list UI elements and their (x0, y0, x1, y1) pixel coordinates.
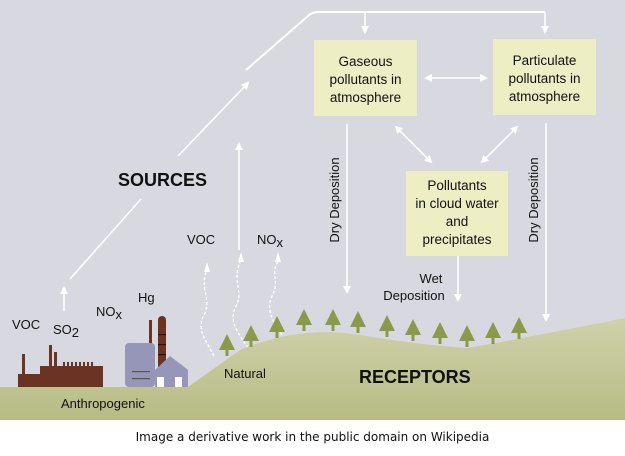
so2-main: SO (53, 322, 72, 337)
wet-deposition-label-2: Deposition (383, 288, 444, 303)
anthro-voc-label: VOC (12, 317, 40, 332)
tree-icon (459, 325, 475, 347)
diagonal-line-lower (69, 198, 142, 280)
sources-label: SOURCES (118, 170, 207, 190)
tree-icon (350, 311, 366, 333)
box-line: pollutants in (329, 72, 401, 87)
sources-to-atmosphere-arrow (245, 11, 545, 71)
box-line: Gaseous (338, 54, 392, 69)
gaseous-cloud-double-arrow (394, 125, 433, 164)
particulate-pollutants-box: Particulate pollutants in atmosphere (493, 39, 596, 115)
so2-label: SO2 (53, 322, 79, 340)
box-line: precipitates (422, 232, 491, 247)
pollution-cycle-diagram: Gaseous pollutants in atmosphere Particu… (0, 0, 625, 420)
image-caption: Image a derivative work in the public do… (135, 430, 490, 444)
diagonal-arrow-upper (177, 81, 250, 157)
wet-deposition-label-1: Wet (420, 271, 443, 286)
tree-icon (379, 315, 395, 337)
tree-icon (432, 322, 448, 344)
natural-voc-label: VOC (187, 232, 215, 247)
gaseous-pollutants-box: Gaseous pollutants in atmosphere (314, 40, 417, 116)
dry-deposition-right-label: Dry Deposition (526, 157, 541, 242)
anthropogenic-label: Anthropogenic (61, 396, 145, 411)
tree-icon (325, 309, 341, 331)
particulate-cloud-double-arrow (480, 125, 519, 164)
tree-icon (296, 309, 312, 331)
power-plant-icon (125, 316, 188, 387)
nox-main: NO (257, 232, 277, 247)
box-line: atmosphere (330, 90, 401, 105)
box-line: pollutants in (508, 71, 580, 86)
ground-hill (0, 318, 625, 420)
factory-icon (18, 345, 103, 387)
dry-deposition-left-label: Dry Deposition (327, 157, 342, 242)
natural-nox-label: NOx (257, 232, 284, 250)
anthro-nox-label: NOx (96, 304, 123, 322)
box-line: in cloud water (415, 196, 499, 211)
forest (219, 309, 527, 356)
tree-icon (405, 319, 421, 341)
box-line: Particulate (513, 53, 577, 68)
nox-main: NO (96, 304, 116, 319)
wave-arrowhead (238, 252, 244, 262)
wave-arrowhead (275, 252, 281, 262)
hg-label: Hg (138, 290, 155, 305)
tree-icon (219, 334, 235, 356)
nox-subscript: x (277, 235, 284, 250)
cloud-water-pollutants-box: Pollutants in cloud water and precipitat… (406, 171, 508, 256)
tree-icon (269, 316, 285, 338)
nox-subscript: x (116, 307, 123, 322)
box-line: atmosphere (509, 89, 580, 104)
natural-emission-waves (200, 261, 283, 357)
wavy-emission-middle (232, 261, 249, 349)
natural-label: Natural (224, 366, 266, 381)
box-line: Pollutants (427, 178, 487, 193)
wave-arrowhead (204, 262, 210, 272)
wavy-emission-nox (268, 261, 283, 336)
box-line: and (446, 214, 469, 229)
so2-subscript: 2 (72, 325, 79, 340)
tree-icon (243, 325, 259, 347)
tree-icon (511, 317, 527, 339)
receptors-label: RECEPTORS (359, 367, 471, 387)
tree-icon (485, 322, 501, 344)
